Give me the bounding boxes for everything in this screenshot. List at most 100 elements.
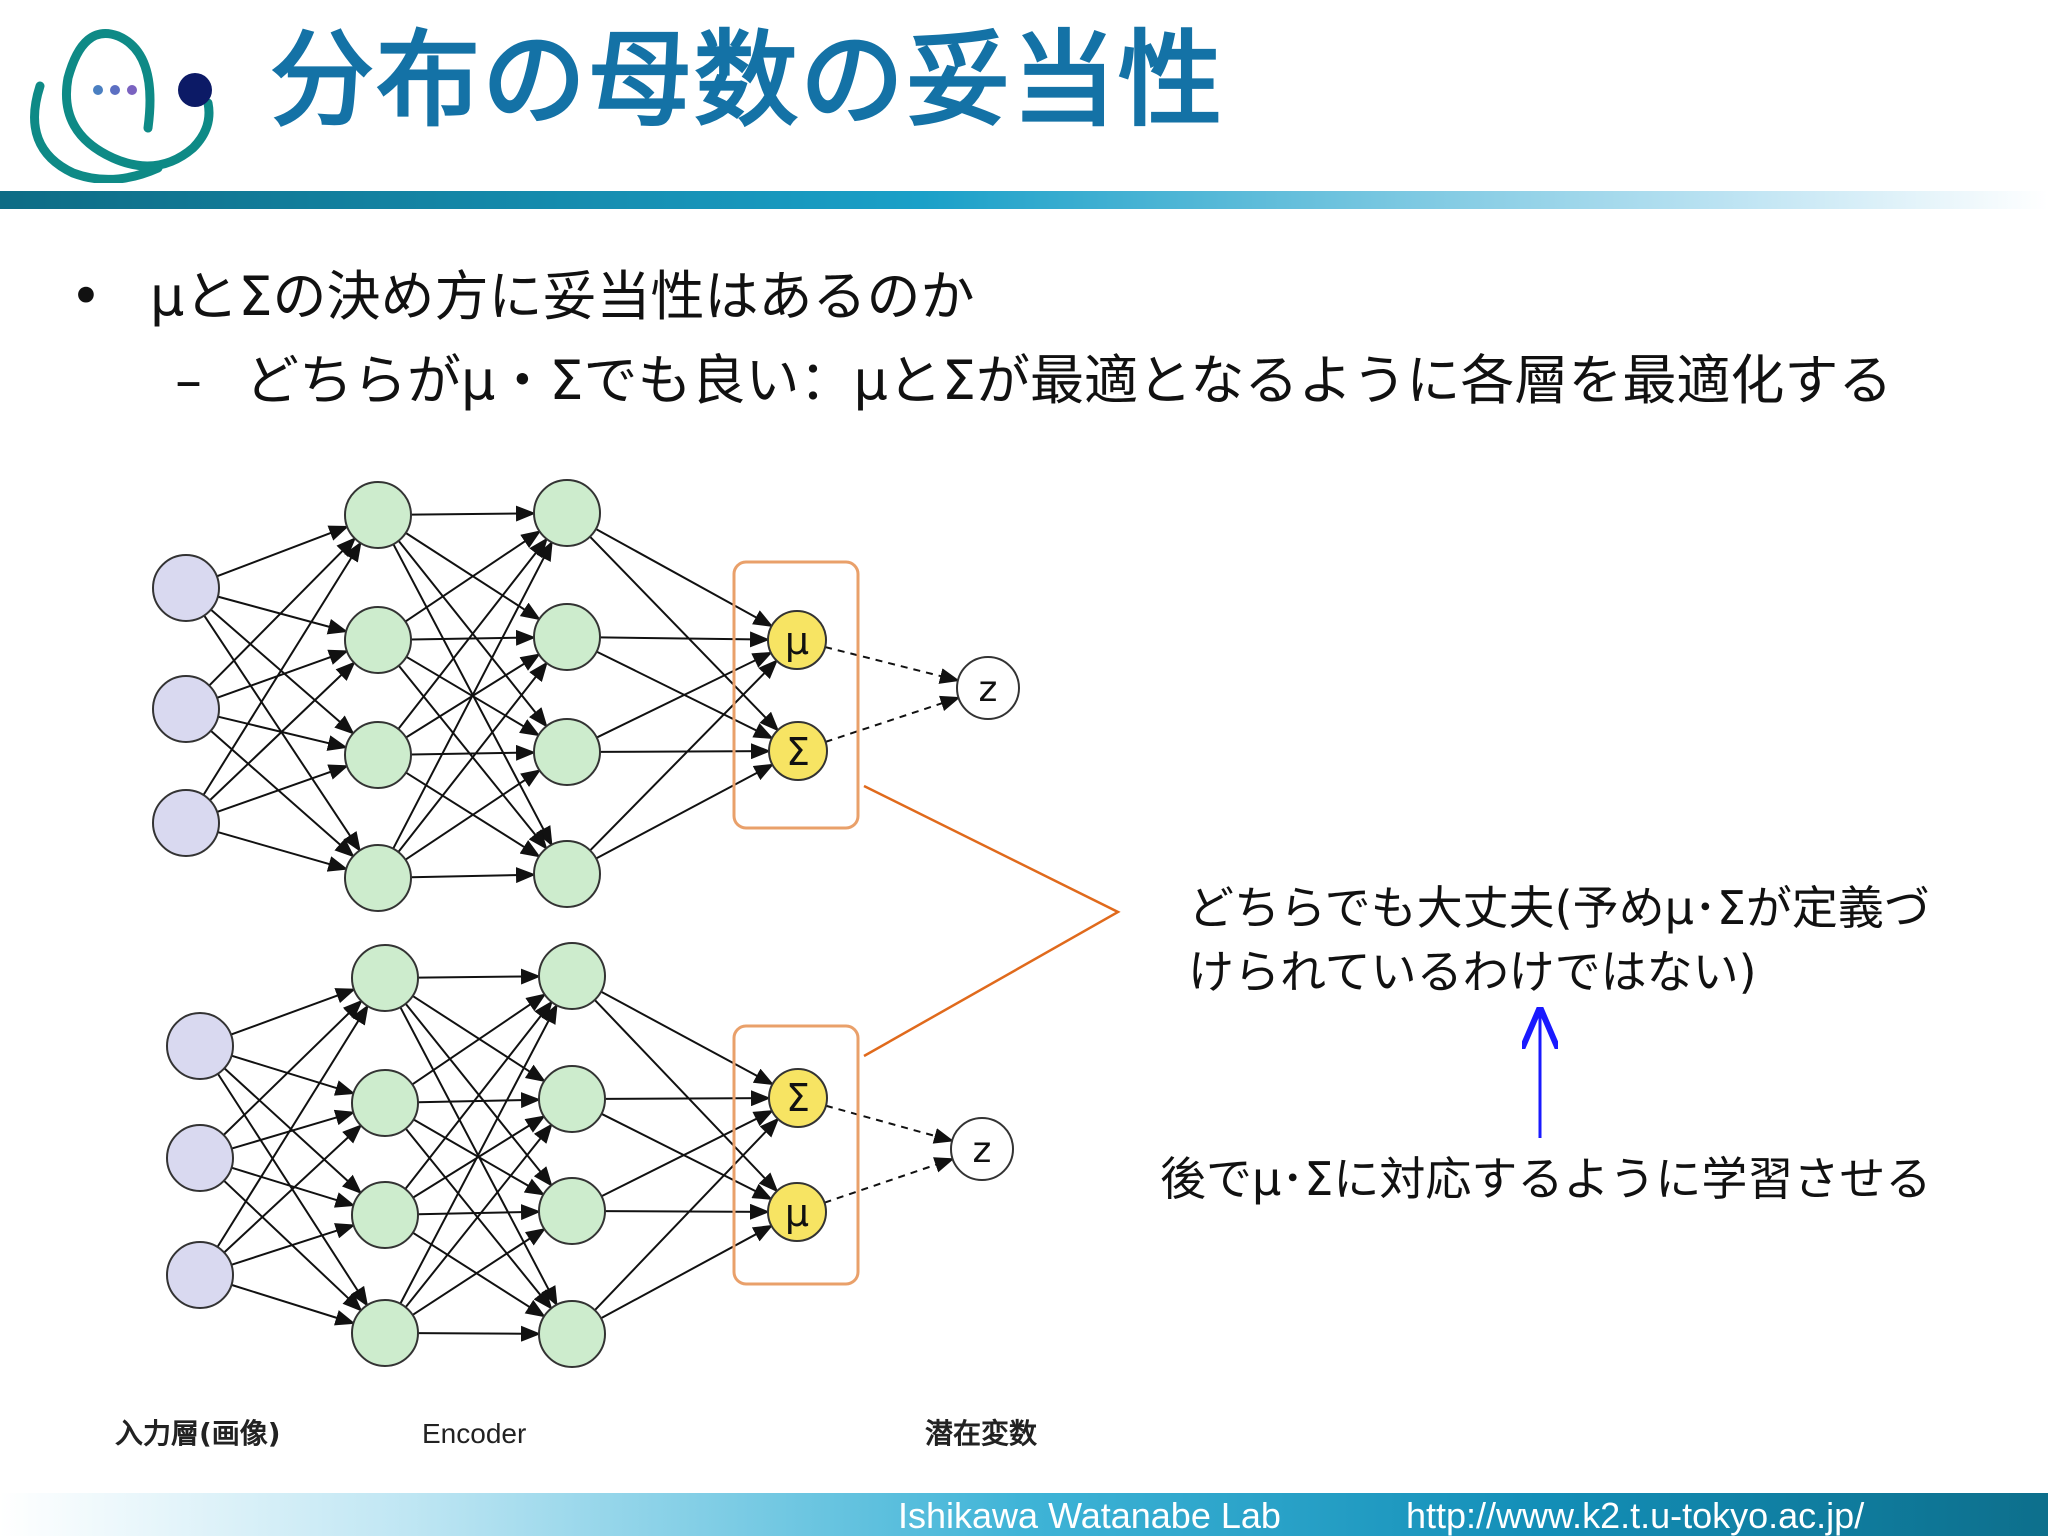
network-edge — [589, 535, 780, 732]
input-node — [152, 554, 220, 622]
network-edge — [596, 651, 773, 739]
network-edge — [601, 1110, 774, 1198]
encoder-caption: Encoder — [422, 1418, 526, 1449]
network-edge — [202, 541, 362, 796]
network-edge — [216, 764, 349, 813]
network-edge — [230, 988, 356, 1036]
latent-variable-caption: 潜在変数 — [925, 1417, 1038, 1450]
network-edge — [411, 993, 547, 1086]
network-edge — [595, 528, 774, 627]
input-node — [166, 1124, 234, 1192]
network-edge — [231, 1283, 356, 1326]
network-edge — [594, 999, 779, 1193]
network-edge — [210, 730, 355, 858]
network-edge — [217, 595, 349, 635]
network-edge — [404, 1000, 553, 1190]
network-edge — [417, 1092, 542, 1109]
bottom-mu-label: μ — [785, 1191, 809, 1235]
hidden-node — [533, 840, 601, 908]
network-edge — [417, 1325, 542, 1342]
footer-lab-name: Ishikawa Watanabe Lab — [898, 1495, 1281, 1536]
network-edge — [399, 1003, 558, 1305]
network-edge — [209, 661, 356, 801]
top-z-label: z — [979, 669, 998, 710]
sub-bullet-dash-icon: – — [175, 349, 202, 412]
network-edge — [599, 743, 772, 760]
hidden-node — [538, 1177, 606, 1245]
hidden-node — [533, 479, 601, 547]
hidden-node — [351, 1299, 419, 1367]
bottom-z-label: z — [973, 1130, 992, 1171]
network-edge — [595, 763, 775, 860]
network-edge — [231, 1166, 356, 1208]
bullet-text: μとΣの決め方に妥当性はあるのか — [150, 265, 975, 328]
sampling-edge — [825, 695, 961, 743]
callout-note-line-1: どちらでも大丈夫(予めμ･Σが定義づ — [1188, 881, 1930, 935]
hidden-node — [344, 844, 412, 912]
input-node — [166, 1012, 234, 1080]
hidden-node — [351, 1181, 419, 1249]
network-edge — [231, 1109, 356, 1150]
network-edge — [410, 505, 537, 522]
callout-line — [863, 784, 1121, 1058]
network-edge — [216, 649, 349, 699]
param-box-bottom — [732, 1024, 860, 1286]
sub-bullet-text: どちらがμ・Σでも良い：μとΣが最適となるように各層を最適化する — [245, 349, 1893, 412]
bullet-dot-icon: • — [70, 265, 102, 328]
hidden-node — [538, 1065, 606, 1133]
hidden-node — [538, 942, 606, 1010]
network-edge — [217, 831, 349, 872]
hidden-node — [344, 481, 412, 549]
hidden-node — [533, 718, 601, 786]
network-edge — [210, 608, 355, 735]
parameter-node — [768, 721, 828, 781]
input-layer-caption: 入力層(画像) — [115, 1417, 281, 1450]
parameter-node — [768, 1068, 828, 1128]
network-edge — [417, 1204, 542, 1221]
sampling-edge — [824, 1157, 955, 1204]
network-edge — [589, 659, 779, 852]
input-node — [166, 1241, 234, 1309]
parameter-node — [767, 1182, 827, 1242]
hidden-node — [538, 1300, 606, 1368]
param-box-top — [732, 560, 860, 830]
input-node — [152, 789, 220, 857]
network-edge — [604, 1203, 771, 1220]
network-edges — [202, 505, 961, 1342]
sampling-edge — [825, 1104, 955, 1144]
network-edge — [412, 1231, 546, 1318]
network-edge — [216, 525, 350, 578]
network-edge — [397, 537, 548, 730]
network-edge — [410, 629, 537, 646]
top-sigma-label: Σ — [786, 730, 810, 774]
latent-z-node — [950, 1117, 1014, 1181]
network-edge — [410, 744, 537, 761]
network-edge — [404, 1123, 553, 1308]
network-edge — [601, 1112, 773, 1200]
network-edge — [404, 530, 542, 623]
network-edge — [600, 990, 775, 1086]
network-edge — [392, 540, 553, 850]
network-edge — [410, 867, 537, 884]
network-edge — [412, 1115, 546, 1199]
sub-bullet-item: –どちらがμ・Σでも良い：μとΣが最適となるように各層を最適化する — [175, 336, 1892, 415]
slide-title: 分布の母数の妥当性 — [270, 19, 1225, 141]
network-nodes — [152, 479, 1020, 1368]
network-edge — [594, 1117, 780, 1311]
hidden-node — [344, 606, 412, 674]
network-edge — [216, 1004, 369, 1248]
callout-note: どちらでも大丈夫(予めμ･Σが定義づ けられているわけではない) — [1188, 876, 1930, 1005]
hidden-node — [351, 944, 419, 1012]
title-underline-bar — [0, 191, 2048, 209]
network-edge — [231, 1223, 356, 1266]
network-edge — [604, 1090, 772, 1107]
network-edge — [222, 999, 363, 1136]
lab-logo — [30, 29, 214, 183]
parameter-node — [767, 610, 827, 670]
bottom-sigma-label: Σ — [786, 1076, 810, 1120]
network-edge — [223, 1124, 363, 1254]
top-mu-label: μ — [785, 619, 809, 663]
footer-url: http://www.k2.t.u-tokyo.ac.jp/ — [1406, 1495, 1865, 1536]
network-edge — [600, 1224, 774, 1320]
